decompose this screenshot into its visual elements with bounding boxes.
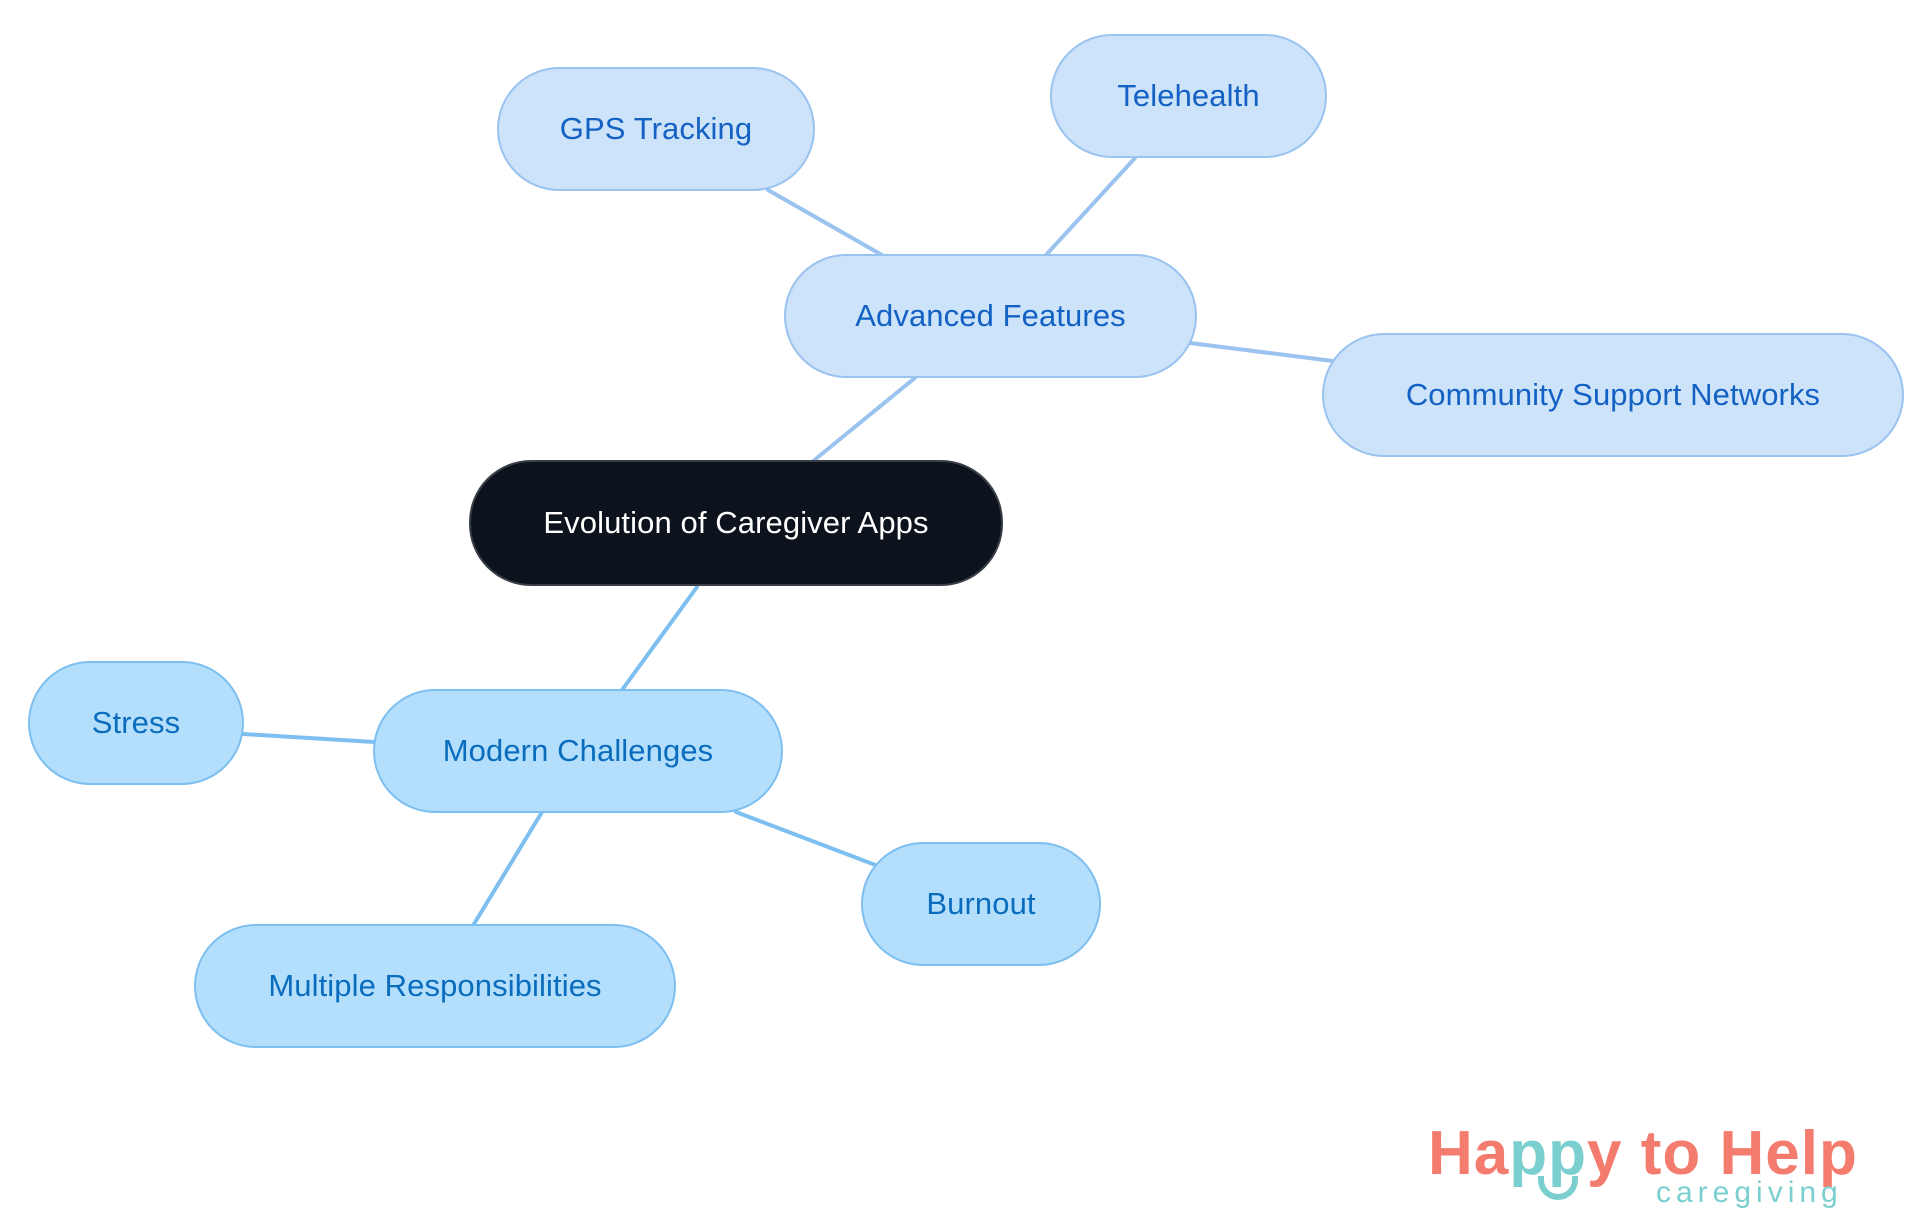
edge-advanced-community <box>1188 341 1335 363</box>
leaf-node-label: Stress <box>91 705 181 740</box>
leaf-node-label: Multiple Responsibilities <box>268 968 602 1003</box>
edge-modern-responsibilities <box>472 810 544 926</box>
leaf-node-burnout[interactable]: Burnout <box>861 842 1101 966</box>
logo-text-part1: Ha <box>1428 1119 1510 1188</box>
edge-advanced-gps <box>766 188 884 257</box>
edge-modern-burnout <box>734 810 880 868</box>
leaf-node-label: Telehealth <box>1117 78 1260 113</box>
branch-node-modern-challenges[interactable]: Modern Challenges <box>373 689 783 813</box>
leaf-node-label: Community Support Networks <box>1405 377 1821 412</box>
leaf-node-label: Burnout <box>926 886 1036 921</box>
branch-node-label: Modern Challenges <box>442 733 714 768</box>
edge-root-modern <box>620 585 699 692</box>
root-node[interactable]: Evolution of Caregiver Apps <box>469 460 1003 586</box>
branch-node-label: Advanced Features <box>855 298 1126 333</box>
edge-root-advanced <box>810 375 918 464</box>
root-node-label: Evolution of Caregiver Apps <box>543 505 929 540</box>
leaf-node-label: GPS Tracking <box>559 111 753 146</box>
leaf-node-telehealth[interactable]: Telehealth <box>1050 34 1327 158</box>
leaf-node-community-support-networks[interactable]: Community Support Networks <box>1322 333 1904 457</box>
brand-logo: Happy to Help caregiving <box>1428 1118 1898 1213</box>
edge-modern-stress <box>241 732 376 744</box>
logo-tagline: caregiving <box>1656 1176 1843 1209</box>
smile-icon <box>1538 1176 1578 1200</box>
logo-text-part3: y to Help <box>1587 1119 1858 1188</box>
edge-advanced-telehealth <box>1044 156 1137 257</box>
leaf-node-stress[interactable]: Stress <box>28 661 244 785</box>
leaf-node-gps-tracking[interactable]: GPS Tracking <box>497 67 815 191</box>
leaf-node-multiple-responsibilities[interactable]: Multiple Responsibilities <box>194 924 676 1048</box>
branch-node-advanced-features[interactable]: Advanced Features <box>784 254 1197 378</box>
